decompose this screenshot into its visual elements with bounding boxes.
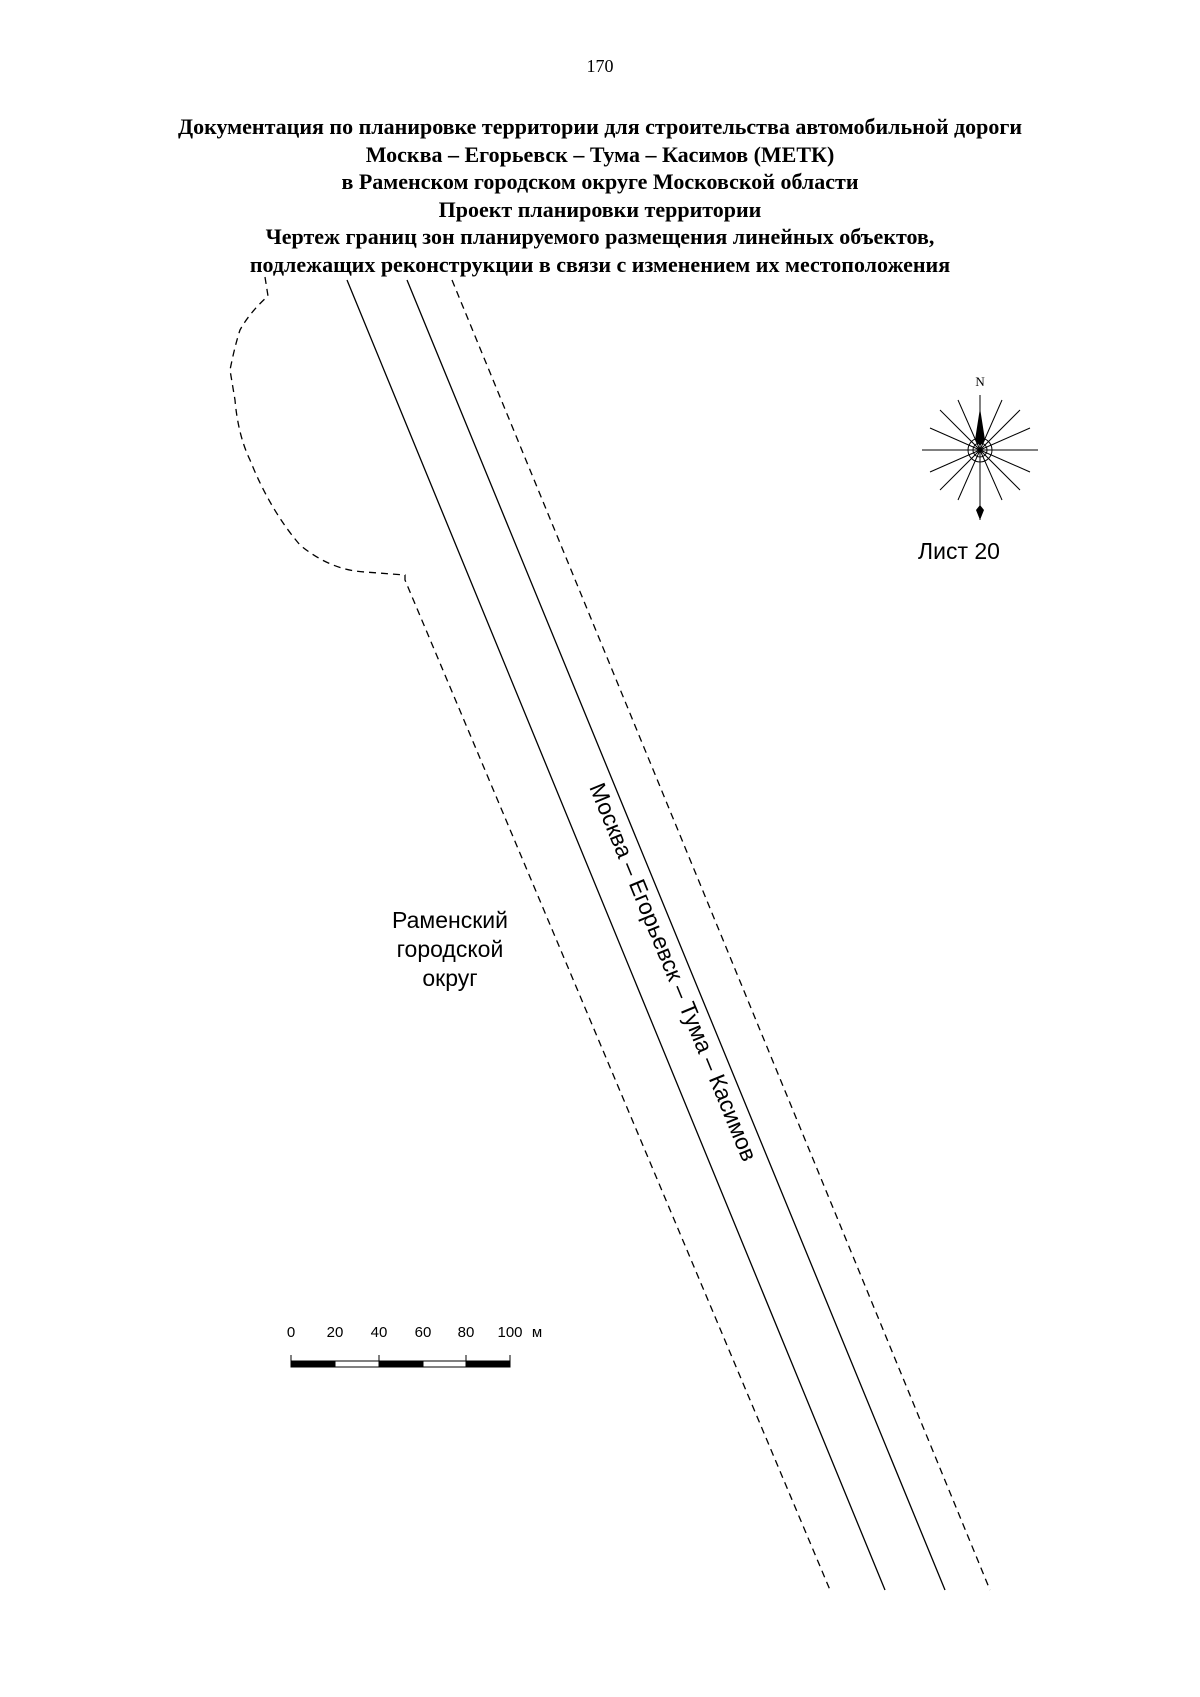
scale-unit-label: м	[532, 1324, 542, 1341]
scale-segment	[465, 1360, 511, 1368]
district-label: Раменский городской округ	[392, 907, 508, 991]
scale-bar: 0 20 40 60 80 100 м	[287, 1324, 542, 1368]
title-line: Проект планировки территории	[438, 196, 762, 222]
scale-tick-label: 40	[371, 1324, 388, 1341]
district-label-line: городской	[397, 936, 504, 962]
title-line: Документация по планировке территории дл…	[177, 114, 1023, 139]
compass-rose-icon: N	[922, 374, 1038, 520]
scale-tick-label: 100	[497, 1324, 522, 1341]
scale-tick-label: 80	[458, 1324, 475, 1341]
district-label-line: округ	[422, 965, 477, 991]
title-line: Чертеж границ зон планируемого размещени…	[265, 224, 935, 249]
road-edge-left	[346, 279, 886, 1591]
scale-segment	[378, 1360, 424, 1368]
document-title: Документация по планировке территории дл…	[100, 113, 1100, 278]
zone-boundary-left	[229, 276, 831, 1591]
road-edge-right	[406, 279, 946, 1591]
zone-boundary-right	[451, 279, 991, 1591]
page-number: 170	[586, 56, 614, 76]
title-line: подлежащих реконструкции в связи с измен…	[249, 251, 951, 277]
title-line: Москва – Егорьевск – Тума – Касимов (МЕТ…	[365, 141, 835, 167]
scale-segment	[422, 1360, 467, 1368]
sheet-label: Лист 20	[918, 538, 1000, 564]
scale-segment	[334, 1360, 380, 1368]
scale-segment	[290, 1360, 336, 1368]
scale-tick-label: 20	[327, 1324, 344, 1341]
title-line: в Раменском городском округе Московской …	[341, 169, 859, 194]
compass-north-label: N	[975, 374, 985, 389]
district-label-line: Раменский	[392, 907, 508, 933]
scale-tick-label: 60	[415, 1324, 432, 1341]
scale-tick-label: 0	[287, 1324, 295, 1341]
